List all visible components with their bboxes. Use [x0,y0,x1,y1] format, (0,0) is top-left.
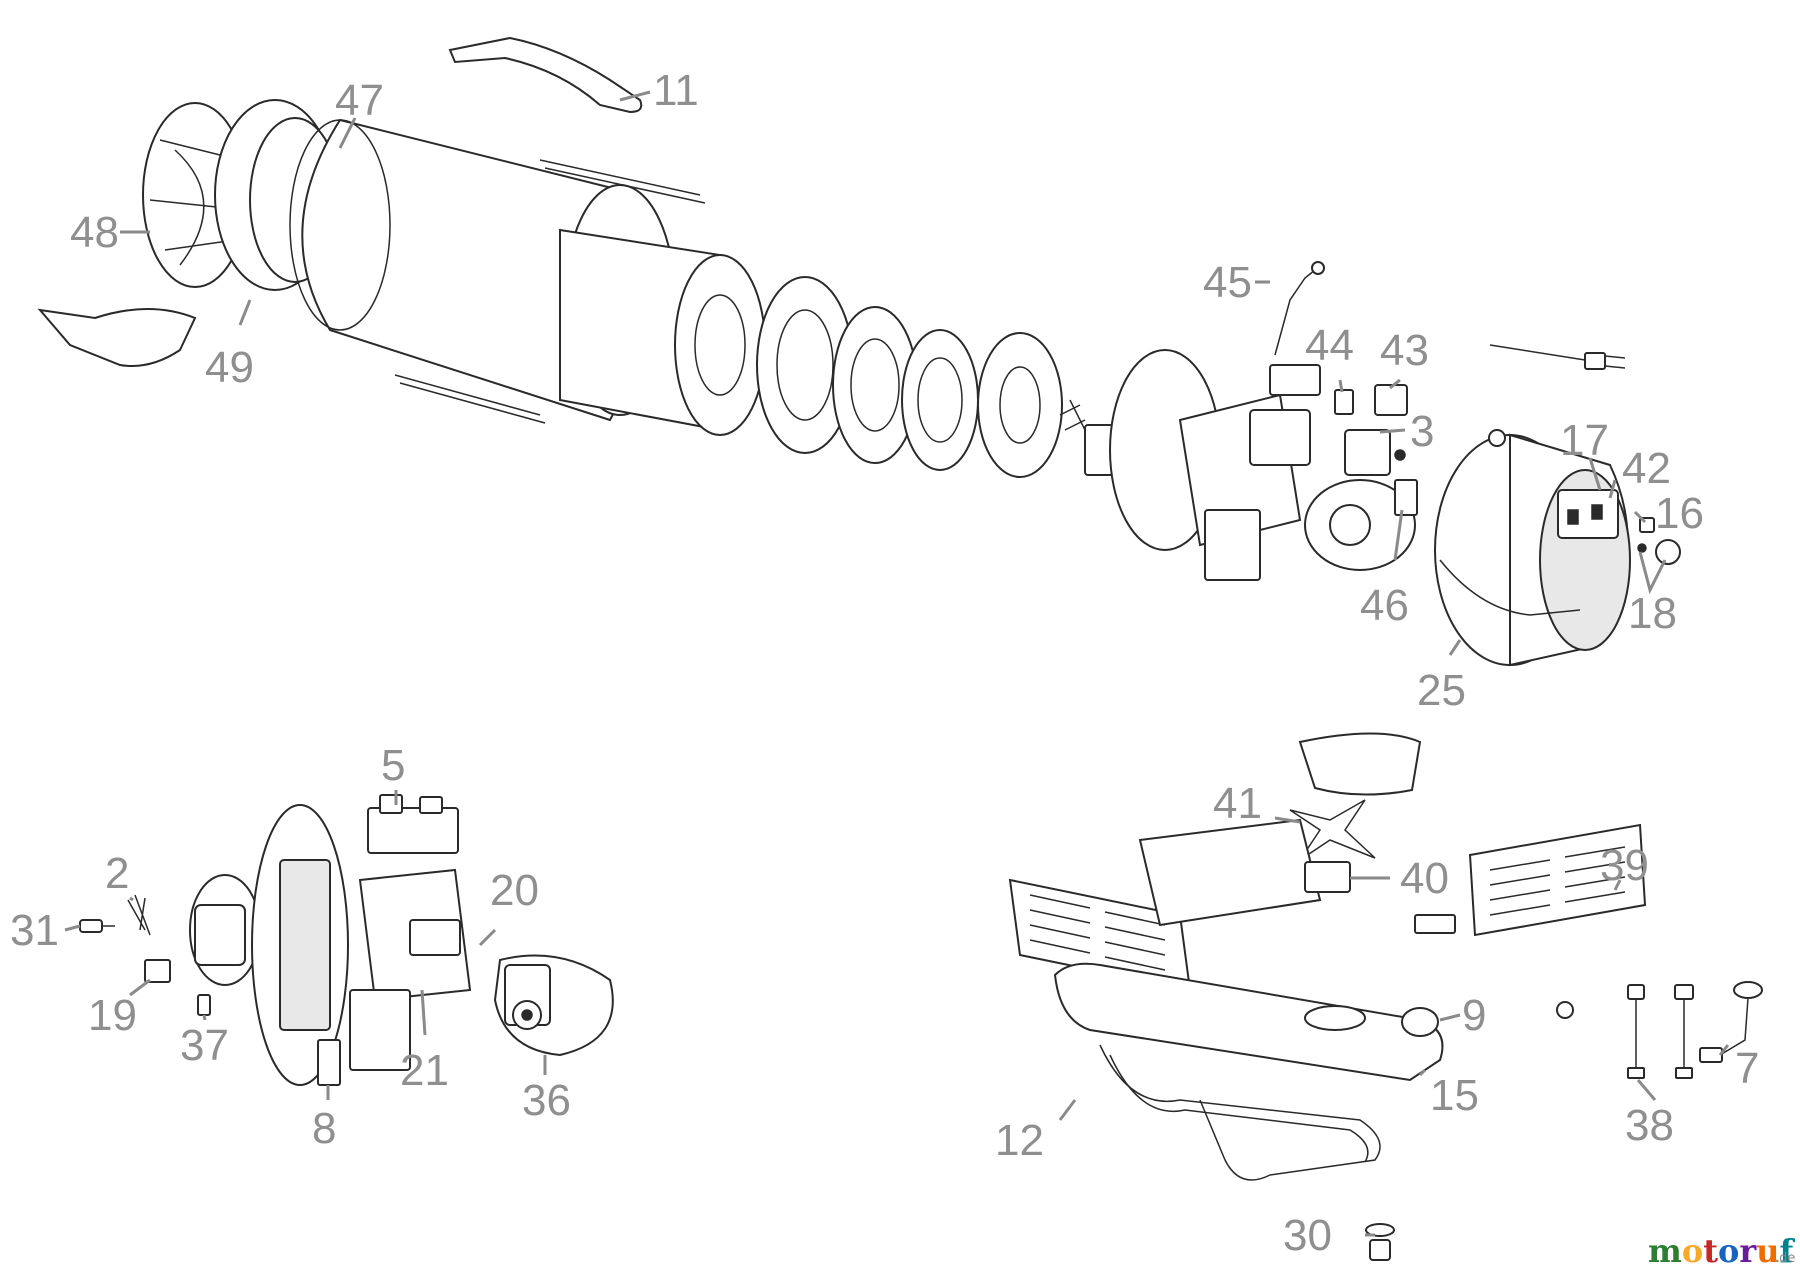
callout-47: 47 [335,76,384,125]
leader-lines [64,90,1730,1237]
callout-11: 11 [653,66,699,115]
callout-37: 37 [180,1021,229,1070]
callout-5: 5 [381,741,405,790]
callout-49: 49 [205,343,254,392]
callout-20: 20 [490,866,539,915]
callout-12: 12 [995,1116,1044,1165]
callout-46: 46 [1360,581,1409,630]
callout-48: 48 [70,208,119,257]
callout-40: 40 [1400,854,1449,903]
callout-9: 9 [1462,991,1486,1040]
svg-text:.de: .de [1775,1251,1795,1266]
callout-44: 44 [1305,321,1354,370]
control-module-assembly [79,794,614,1086]
callout-18: 18 [1628,589,1677,638]
callout-15: 15 [1430,1071,1479,1120]
callout-2: 2 [105,849,129,898]
callout-43: 43 [1380,326,1429,375]
callout-42: 42 [1622,444,1671,493]
callout-36: 36 [522,1076,571,1125]
callout-17: 17 [1560,416,1609,465]
callout-45: 45 [1203,258,1252,307]
base-tank-assembly [1008,732,1763,1261]
callout-3: 3 [1410,407,1434,456]
callout-38: 38 [1625,1101,1674,1150]
svg-text:motoruf: motoruf [1648,1232,1795,1270]
callout-31: 31 [10,906,59,955]
motoruf-logo: motoruf .de [1648,1232,1795,1270]
callout-19: 19 [88,991,137,1040]
callout-30: 30 [1283,1211,1332,1260]
callout-21: 21 [400,1046,449,1095]
callout-8: 8 [312,1104,336,1153]
callout-16: 16 [1655,489,1704,538]
part-callouts: 11 47 48 49 45 44 43 3 17 42 16 18 46 25… [10,66,1759,1260]
top-heater-assembly [37,36,1681,667]
callout-41: 41 [1213,779,1262,828]
callout-25: 25 [1417,666,1466,715]
callout-39: 39 [1600,841,1649,890]
callout-7: 7 [1735,1044,1759,1093]
